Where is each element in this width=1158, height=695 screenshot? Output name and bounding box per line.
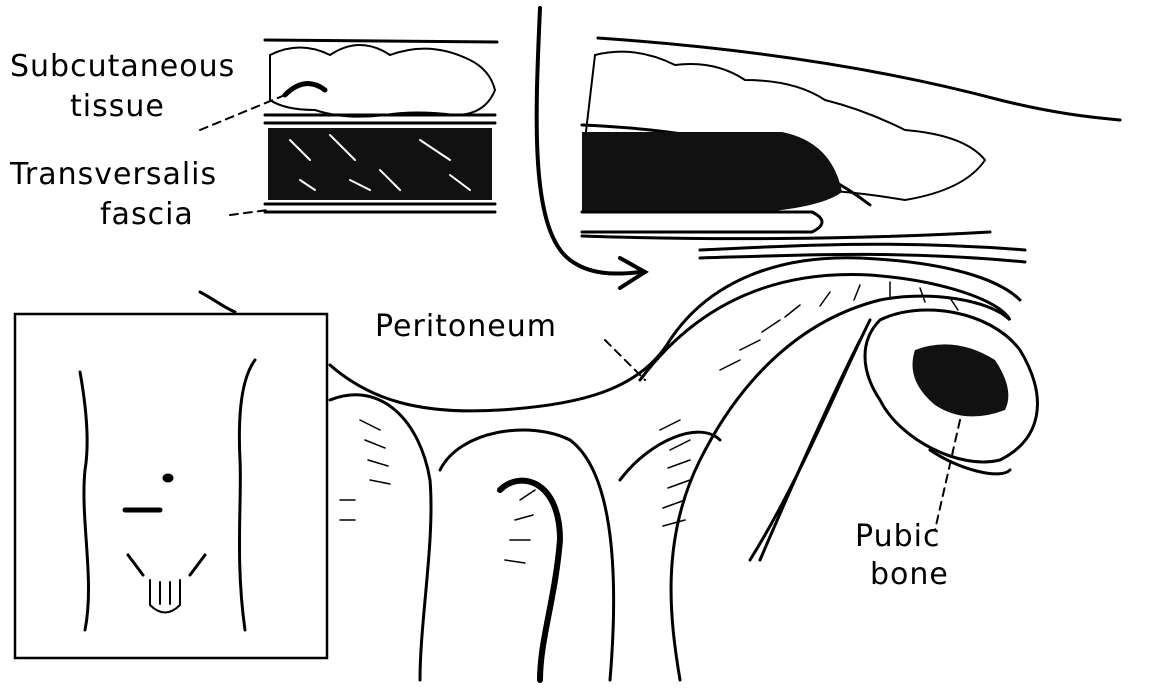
- inset-body-outline: [13, 312, 329, 660]
- label-tissue: tissue: [70, 89, 165, 124]
- pubic-bone: [748, 308, 1039, 562]
- bowel-and-peritoneum: [198, 256, 1022, 683]
- layer-sample-left: [263, 38, 499, 214]
- label-bone: bone: [870, 557, 949, 592]
- leader-fascia: [229, 209, 269, 216]
- leader-subcutaneous: [199, 94, 286, 131]
- layer-section-right: [580, 36, 1122, 264]
- arrow-icon: [534, 6, 649, 290]
- label-fascia: fascia: [100, 197, 194, 232]
- leader-pubic: [934, 419, 961, 531]
- label-transversalis: Transversalis: [10, 157, 218, 192]
- label-pubic: Pubic: [855, 519, 941, 554]
- label-subcutaneous: Subcutaneous: [10, 49, 236, 84]
- label-peritoneum: Peritoneum: [375, 309, 557, 344]
